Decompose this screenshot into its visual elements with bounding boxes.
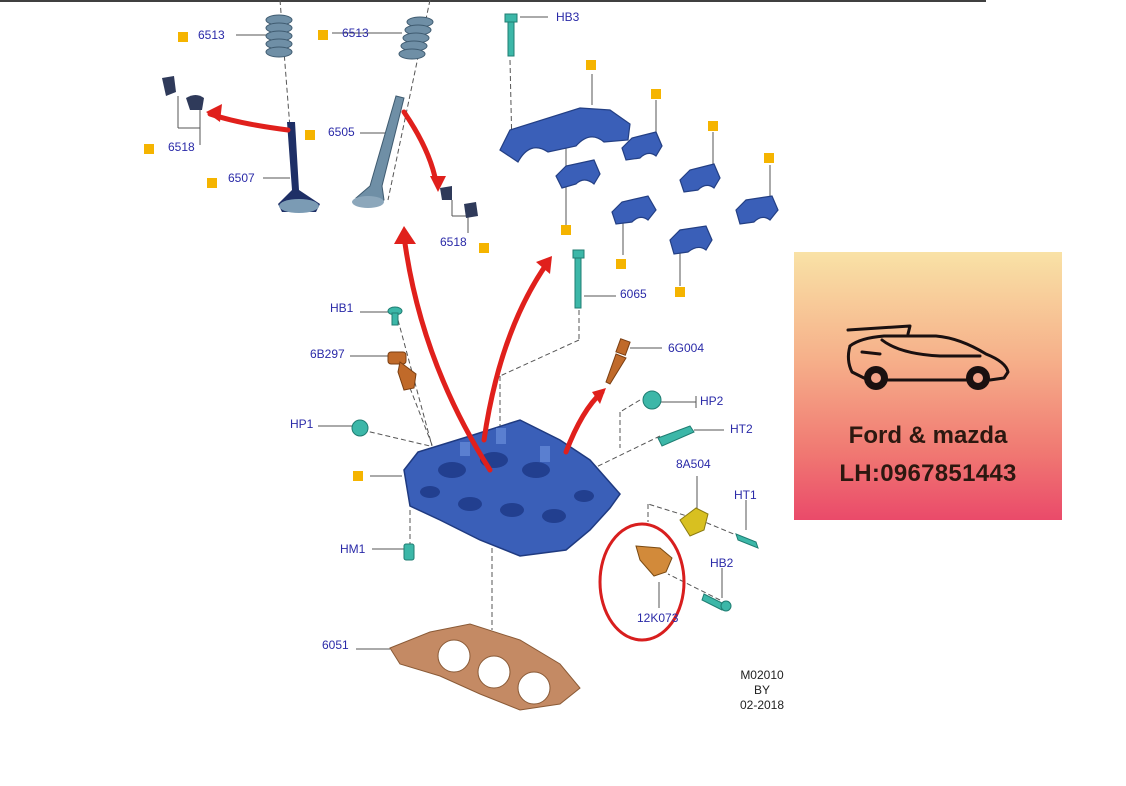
label-6513-right: 6513: [342, 26, 369, 40]
label-hb3: HB3: [556, 10, 580, 24]
marker-square: [353, 471, 363, 481]
label-ht2: HT2: [730, 422, 753, 436]
bolt-hb1: [387, 306, 403, 326]
marker-square: [651, 89, 661, 99]
label-6505: 6505: [328, 125, 355, 139]
marker-square: [479, 243, 489, 253]
bolt-hb3: [504, 13, 518, 57]
marker-square: [207, 178, 217, 188]
drawing-reference: M02010 BY 02-2018: [740, 668, 784, 712]
label-6051: 6051: [322, 638, 349, 652]
valve-6505: [352, 95, 405, 208]
marker-square: [144, 144, 154, 154]
tube-ht2: [657, 425, 695, 447]
assembly-arrows: [207, 109, 605, 473]
marker-squares: [144, 30, 774, 481]
reference-by: BY: [754, 683, 770, 697]
promo-brand-text: Ford & mazda: [848, 422, 1008, 449]
marker-square: [305, 130, 315, 140]
bearing-cap: [669, 225, 713, 255]
camshaft-bearing-caps: [499, 107, 779, 255]
bearing-cap-large: [499, 107, 631, 163]
promo-phone-text: LH:0967851443: [839, 460, 1017, 487]
label-8a504: 8A504: [676, 457, 711, 471]
sensor-6b297: [387, 351, 417, 391]
sensor-6g004: [605, 338, 631, 385]
bracket-8a504: [679, 507, 709, 537]
callout-labels: 6513 6513 HB3 6518 6505 6507 6518 6065 H…: [168, 10, 757, 652]
label-hp1: HP1: [290, 417, 314, 431]
label-6518-right: 6518: [440, 235, 467, 249]
cylinder-head: [403, 419, 621, 557]
arrow-to-valves: [401, 233, 493, 473]
label-hp2: HP2: [700, 394, 724, 408]
plug-hp1: [351, 419, 369, 437]
marker-square: [586, 60, 596, 70]
label-6507: 6507: [228, 171, 255, 185]
bolt-hb2: [701, 593, 732, 612]
label-6b297: 6B297: [310, 347, 345, 361]
label-6513-left: 6513: [198, 28, 225, 42]
valve-keepers-right: [440, 186, 478, 218]
marker-square: [616, 259, 626, 269]
sports-car-icon: [846, 324, 1010, 390]
bearing-cap: [555, 159, 601, 189]
valve-6507: [278, 122, 320, 213]
highlight-circle: [598, 522, 686, 642]
bearing-cap: [611, 195, 657, 225]
marker-square: [675, 287, 685, 297]
arrow-heads: [206, 104, 606, 404]
label-hm1: HM1: [340, 542, 366, 556]
reference-code: M02010: [740, 668, 784, 682]
label-6g004: 6G004: [668, 341, 704, 355]
valve-spring-left: [265, 14, 293, 58]
label-hb2: HB2: [710, 556, 734, 570]
label-hb1: HB1: [330, 301, 354, 315]
bolt-6065: [572, 249, 585, 309]
reference-date: 02-2018: [740, 698, 784, 712]
tube-ht1: [735, 533, 759, 549]
head-gasket: [389, 623, 581, 711]
arrow-keepers-right: [401, 109, 439, 185]
arrow-keepers-left: [207, 111, 291, 133]
label-12k073: 12K073: [637, 611, 679, 625]
bearing-cap: [735, 195, 779, 225]
valve-spring-right: [398, 16, 434, 60]
promo-banner: Ford & mazda LH:0967851443: [794, 252, 1062, 520]
marker-square: [178, 32, 188, 42]
leader-lines: [177, 16, 771, 650]
plug-hp2: [642, 390, 662, 410]
marker-square: [708, 121, 718, 131]
label-6518-left: 6518: [168, 140, 195, 154]
valve-keepers-left: [162, 76, 204, 110]
bearing-cap: [679, 163, 721, 193]
arrow-to-caps: [481, 259, 551, 443]
solenoid-12k073: [635, 545, 673, 577]
marker-square: [318, 30, 328, 40]
mount-hm1: [403, 543, 415, 561]
bearing-cap: [621, 131, 663, 161]
label-ht1: HT1: [734, 488, 757, 502]
marker-square: [561, 225, 571, 235]
arrow-to-sensor: [563, 389, 605, 455]
label-6065: 6065: [620, 287, 647, 301]
marker-square: [764, 153, 774, 163]
